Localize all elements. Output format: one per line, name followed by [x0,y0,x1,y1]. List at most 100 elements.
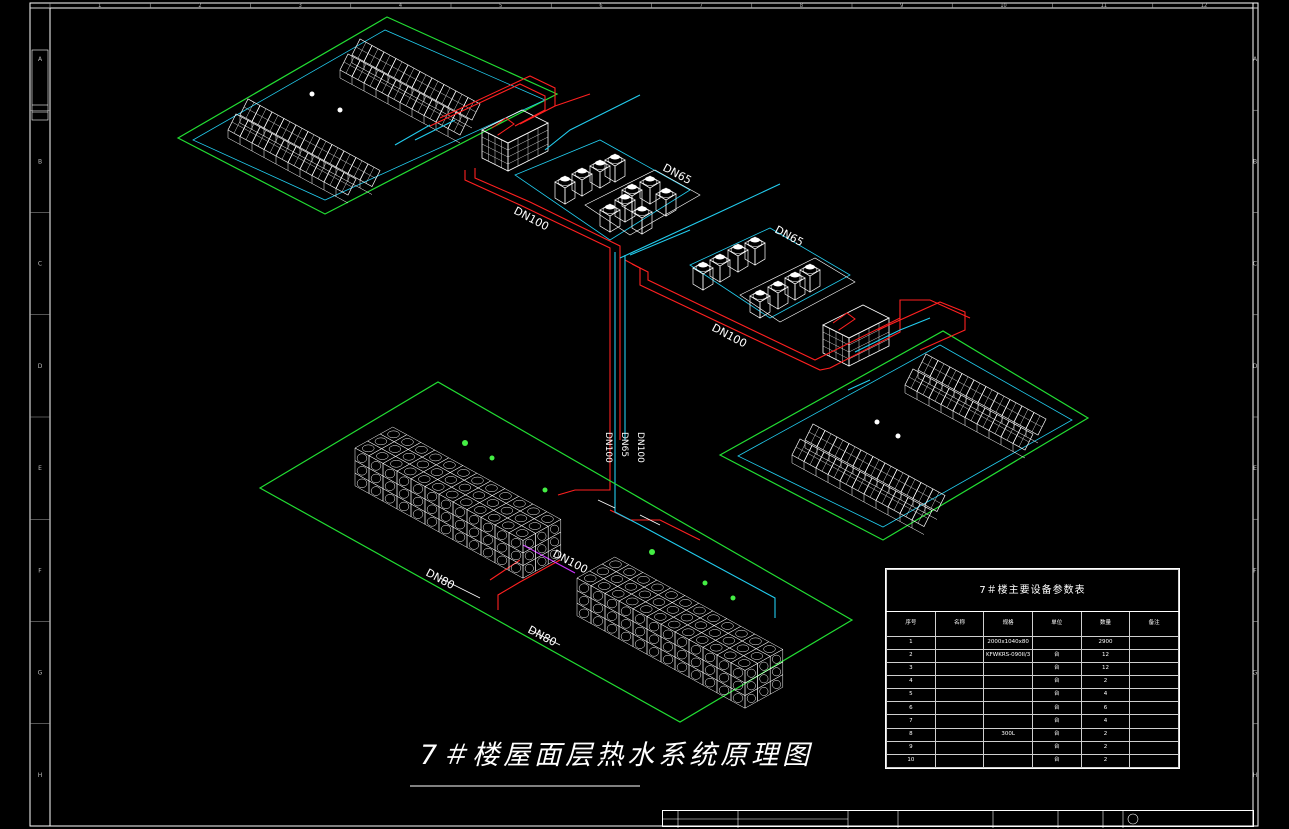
table-cell: 台 [1031,661,1082,677]
table-cell [934,701,985,716]
frame-row-letter: C [38,261,42,268]
tank-panel [491,488,520,504]
tank-panel [519,503,548,519]
tank-panel [409,456,437,473]
table-cell: 台 [1031,727,1082,742]
tank-panel [629,572,658,588]
tank-panel [396,463,425,480]
table-cell: 5 [886,688,936,703]
table-header: 名称 [934,611,985,637]
frame-column-number: 6 [599,3,602,9]
title-block-grid [663,811,1139,828]
tank-panel [381,441,409,457]
table-cell [1129,714,1179,729]
valve-markers [462,440,736,601]
tank-panel [379,426,408,442]
solar-panel-array [227,38,481,204]
heating-coil [491,117,515,136]
table-cell: KFWKRS-090II/3 [983,648,1033,663]
table-cell: 2 [1080,727,1131,742]
table-cell: 300L [983,727,1033,742]
table-cell: 12 [1080,648,1131,663]
tank-panel [659,602,687,618]
table-caption: 7＃楼主要设备参数表 [886,568,1179,613]
pipe-label-dn100: DN100 [551,547,590,576]
table-cell: 2 [1080,675,1131,690]
recirculation-pipe [522,544,576,574]
pump-marker [337,107,343,113]
table-cell [1129,675,1179,690]
table-header: 单位 [1031,611,1082,637]
tank-panel [507,510,535,526]
tank-panel [505,496,534,512]
table-cell: 台 [1031,701,1082,716]
table-cell: 12 [1080,661,1131,677]
frame-row-letter: H [38,772,43,779]
frame-row-letter: C [1253,261,1257,268]
solar-panel [924,488,946,512]
tank-panel [671,595,700,611]
table-header: 备注 [1129,611,1179,637]
tank-panel [493,503,521,519]
table-cell: 2 [886,648,936,663]
frame-row-letter: D [38,363,43,370]
table-cell [1129,688,1179,703]
table-cell [983,753,1033,769]
solar-panel [459,97,481,121]
table-cell [983,675,1033,690]
tank-panel [643,579,672,596]
tank-panel [452,494,481,510]
heat-pump-units [692,236,821,319]
tank-panel [615,564,644,580]
table-cell [934,648,985,663]
table-cell: 8 [886,727,936,742]
tank-panel [645,594,673,610]
table-cell [1031,635,1082,650]
tank-panel [533,511,562,527]
table-cell: 3 [886,661,936,677]
table-cell [983,688,1033,703]
tank-panel [438,486,467,503]
solar-area-right [718,330,1090,541]
tank-panel [741,633,770,649]
frame-column-number: 9 [900,3,903,9]
water-tank [354,426,562,579]
pump-marker [874,419,880,425]
pipe-label-dn100: DN100 [603,432,613,463]
tank-panel [382,456,411,472]
pipe-label-dn65: DN65 [619,432,629,457]
tank-panel [354,440,383,456]
title-block [662,810,1254,828]
tank-panel [410,471,439,487]
tank-panel [687,617,715,633]
tank-panel [479,495,507,511]
frame-row-letter: F [38,567,42,574]
frame-row-letter: A [38,56,43,63]
table-cell: 台 [1031,675,1082,690]
tank-panel [494,517,523,533]
table-cell: 2900 [1080,635,1131,650]
tank-panel [437,472,465,488]
tank-panel [674,624,703,640]
table-cell [1129,753,1179,769]
table-cell [934,688,985,703]
table-cell: 4 [1080,688,1131,703]
solar-panel [359,163,381,187]
tank-panel [603,571,631,587]
table-header: 序号 [886,611,936,637]
tank-panel [688,632,717,648]
pipe-label-dn100: DN100 [512,204,551,233]
frame-row-letter: B [1253,158,1257,165]
table-cell [934,635,985,650]
tank-panel [727,626,756,642]
tank-panel [646,609,675,625]
tank-panel [421,449,450,466]
table-cell: 4 [886,675,936,690]
table-cell: 台 [1031,648,1082,663]
